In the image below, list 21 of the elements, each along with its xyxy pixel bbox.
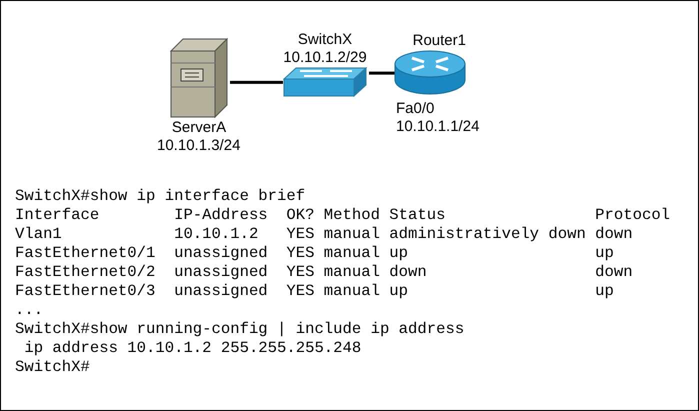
network-link (230, 80, 283, 84)
console-line: SwitchX# (15, 358, 90, 377)
network-link (369, 72, 395, 75)
device-label: ServerA (172, 119, 226, 137)
device-label: 10.10.1.2/29 (283, 49, 367, 67)
device-label: SwitchX (298, 31, 352, 49)
console-line: FastEthernet0/1 unassigned YES manual up up (15, 244, 614, 263)
console-line: FastEthernet0/2 unassigned YES manual down down (15, 263, 633, 282)
console-line: FastEthernet0/3 unassigned YES manual up up (15, 282, 614, 301)
network-device (394, 32, 466, 96)
address-label: Fa0/0 (396, 100, 434, 118)
console-line: ip address 10.10.1.2 255.255.255.248 (23, 339, 362, 358)
network-device (282, 31, 368, 97)
console-line: ... (15, 301, 44, 320)
console-line: Interface IP-Address OK? Method Status Protocol (15, 206, 670, 225)
address-label: 10.10.1.3/24 (157, 137, 240, 155)
console-line: Vlan1 10.10.1.2 YES manual administratively down down (15, 225, 633, 244)
console-line: SwitchX#show ip interface brief (15, 187, 306, 206)
address-label: 10.10.1.1/24 (396, 118, 480, 136)
console-line: SwitchX#show running-config | include ip address (15, 320, 464, 339)
device-label: Router1 (412, 32, 466, 50)
